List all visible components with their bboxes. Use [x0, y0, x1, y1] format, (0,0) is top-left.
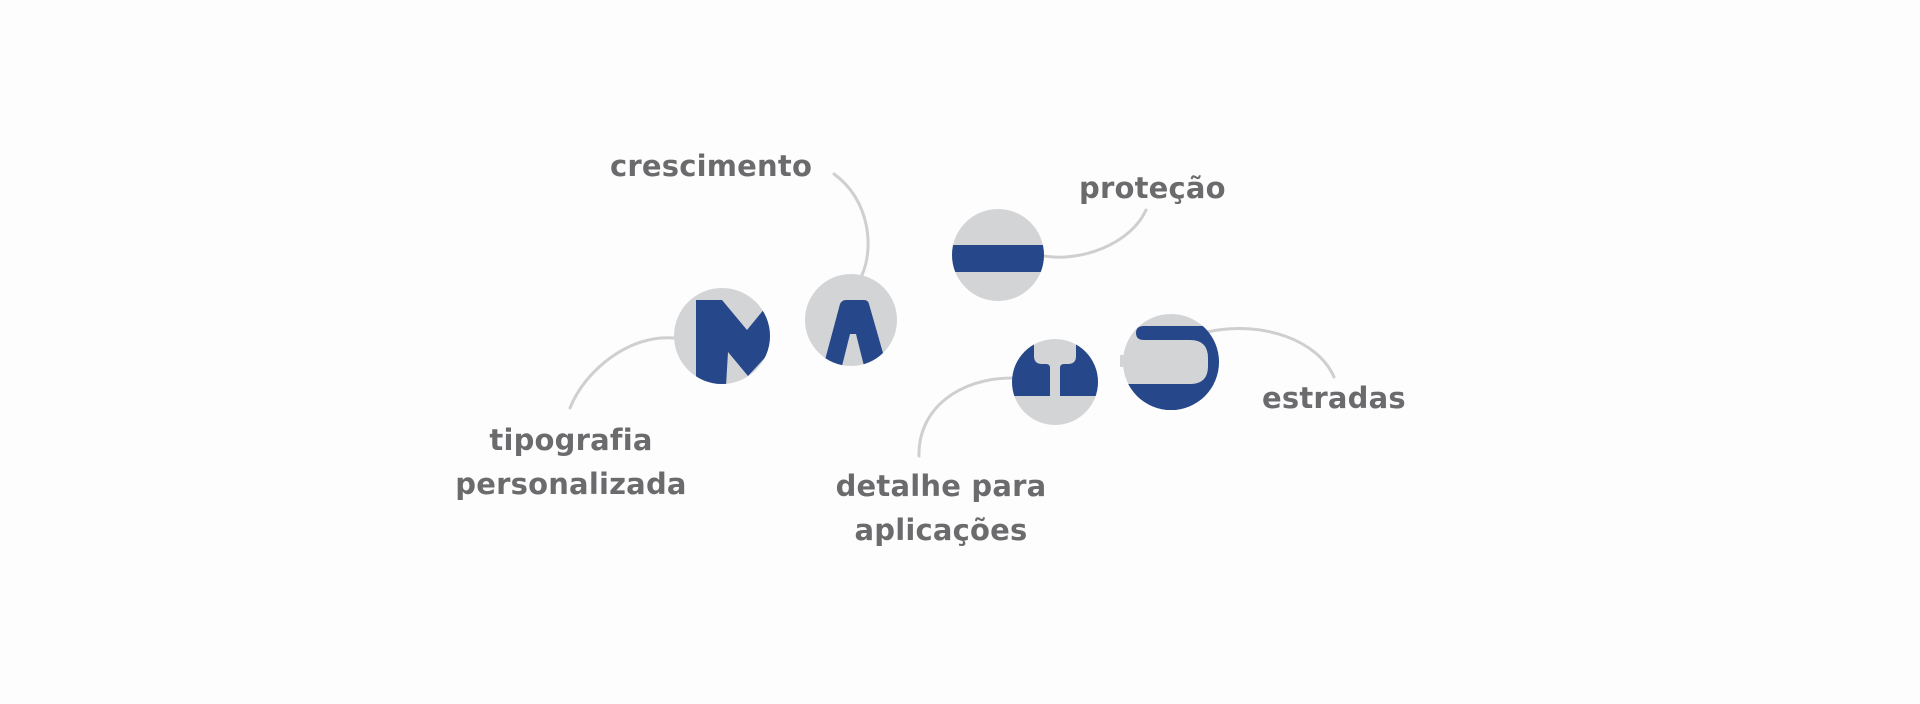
- connector-estradas: [1205, 327, 1336, 379]
- label-protecao: proteção: [1079, 171, 1226, 205]
- label-detalhe-line1: detalhe para: [835, 469, 1047, 503]
- connector-detalhe: [917, 376, 1014, 458]
- label-detalhe-line2: aplicações: [854, 513, 1028, 547]
- connector-tipografia: [568, 336, 676, 410]
- letter-s-detail-icon: [1120, 314, 1219, 410]
- label-estradas: estradas: [1262, 381, 1406, 415]
- label-tipografia-line1: tipografia: [489, 423, 653, 457]
- letter-m-detail-icon: [674, 288, 770, 384]
- label-tipografia-line2: personalizada: [455, 467, 687, 501]
- connector-crescimento: [832, 172, 870, 277]
- label-tipografia-personalizada: tipografia personalizada: [451, 418, 691, 506]
- connector-protecao: [1042, 208, 1148, 259]
- letter-a-detail-icon: [805, 274, 897, 366]
- letter-u-detail-icon: [1012, 339, 1098, 425]
- label-detalhe-aplicacoes: detalhe para aplicações: [830, 464, 1052, 552]
- label-crescimento: crescimento: [610, 149, 813, 183]
- connector-lines: [568, 172, 1336, 458]
- road-bar-detail-icon: [952, 209, 1044, 301]
